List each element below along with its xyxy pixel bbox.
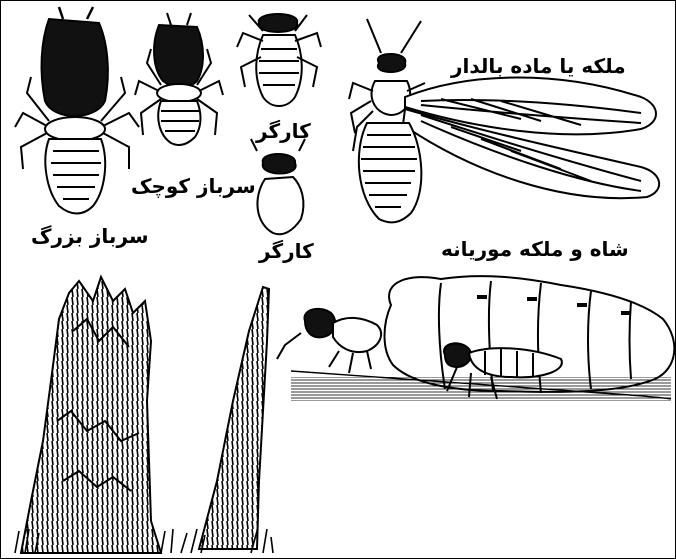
label-large-soldier: سرباز بزرگ [31, 226, 149, 246]
king-and-queen-drawing [277, 276, 674, 401]
label-small-soldier: سرباز کوچک [131, 176, 256, 196]
worker-bottom-drawing [251, 139, 305, 234]
large-soldier-drawing [15, 7, 139, 214]
small-soldier-drawing [135, 13, 223, 145]
label-worker-top: کارگر [256, 121, 311, 141]
label-winged-queen: ملکه یا ماده بالدار [451, 56, 626, 76]
termite-spire-drawing [199, 287, 269, 549]
label-worker-bottom: کارگر [259, 241, 314, 261]
winged-queen-drawing [349, 19, 659, 222]
label-king-and-queen: شاه و ملکه موریانه [441, 239, 629, 259]
worker-top-drawing [237, 14, 321, 106]
termite-mound-drawing [21, 277, 161, 553]
